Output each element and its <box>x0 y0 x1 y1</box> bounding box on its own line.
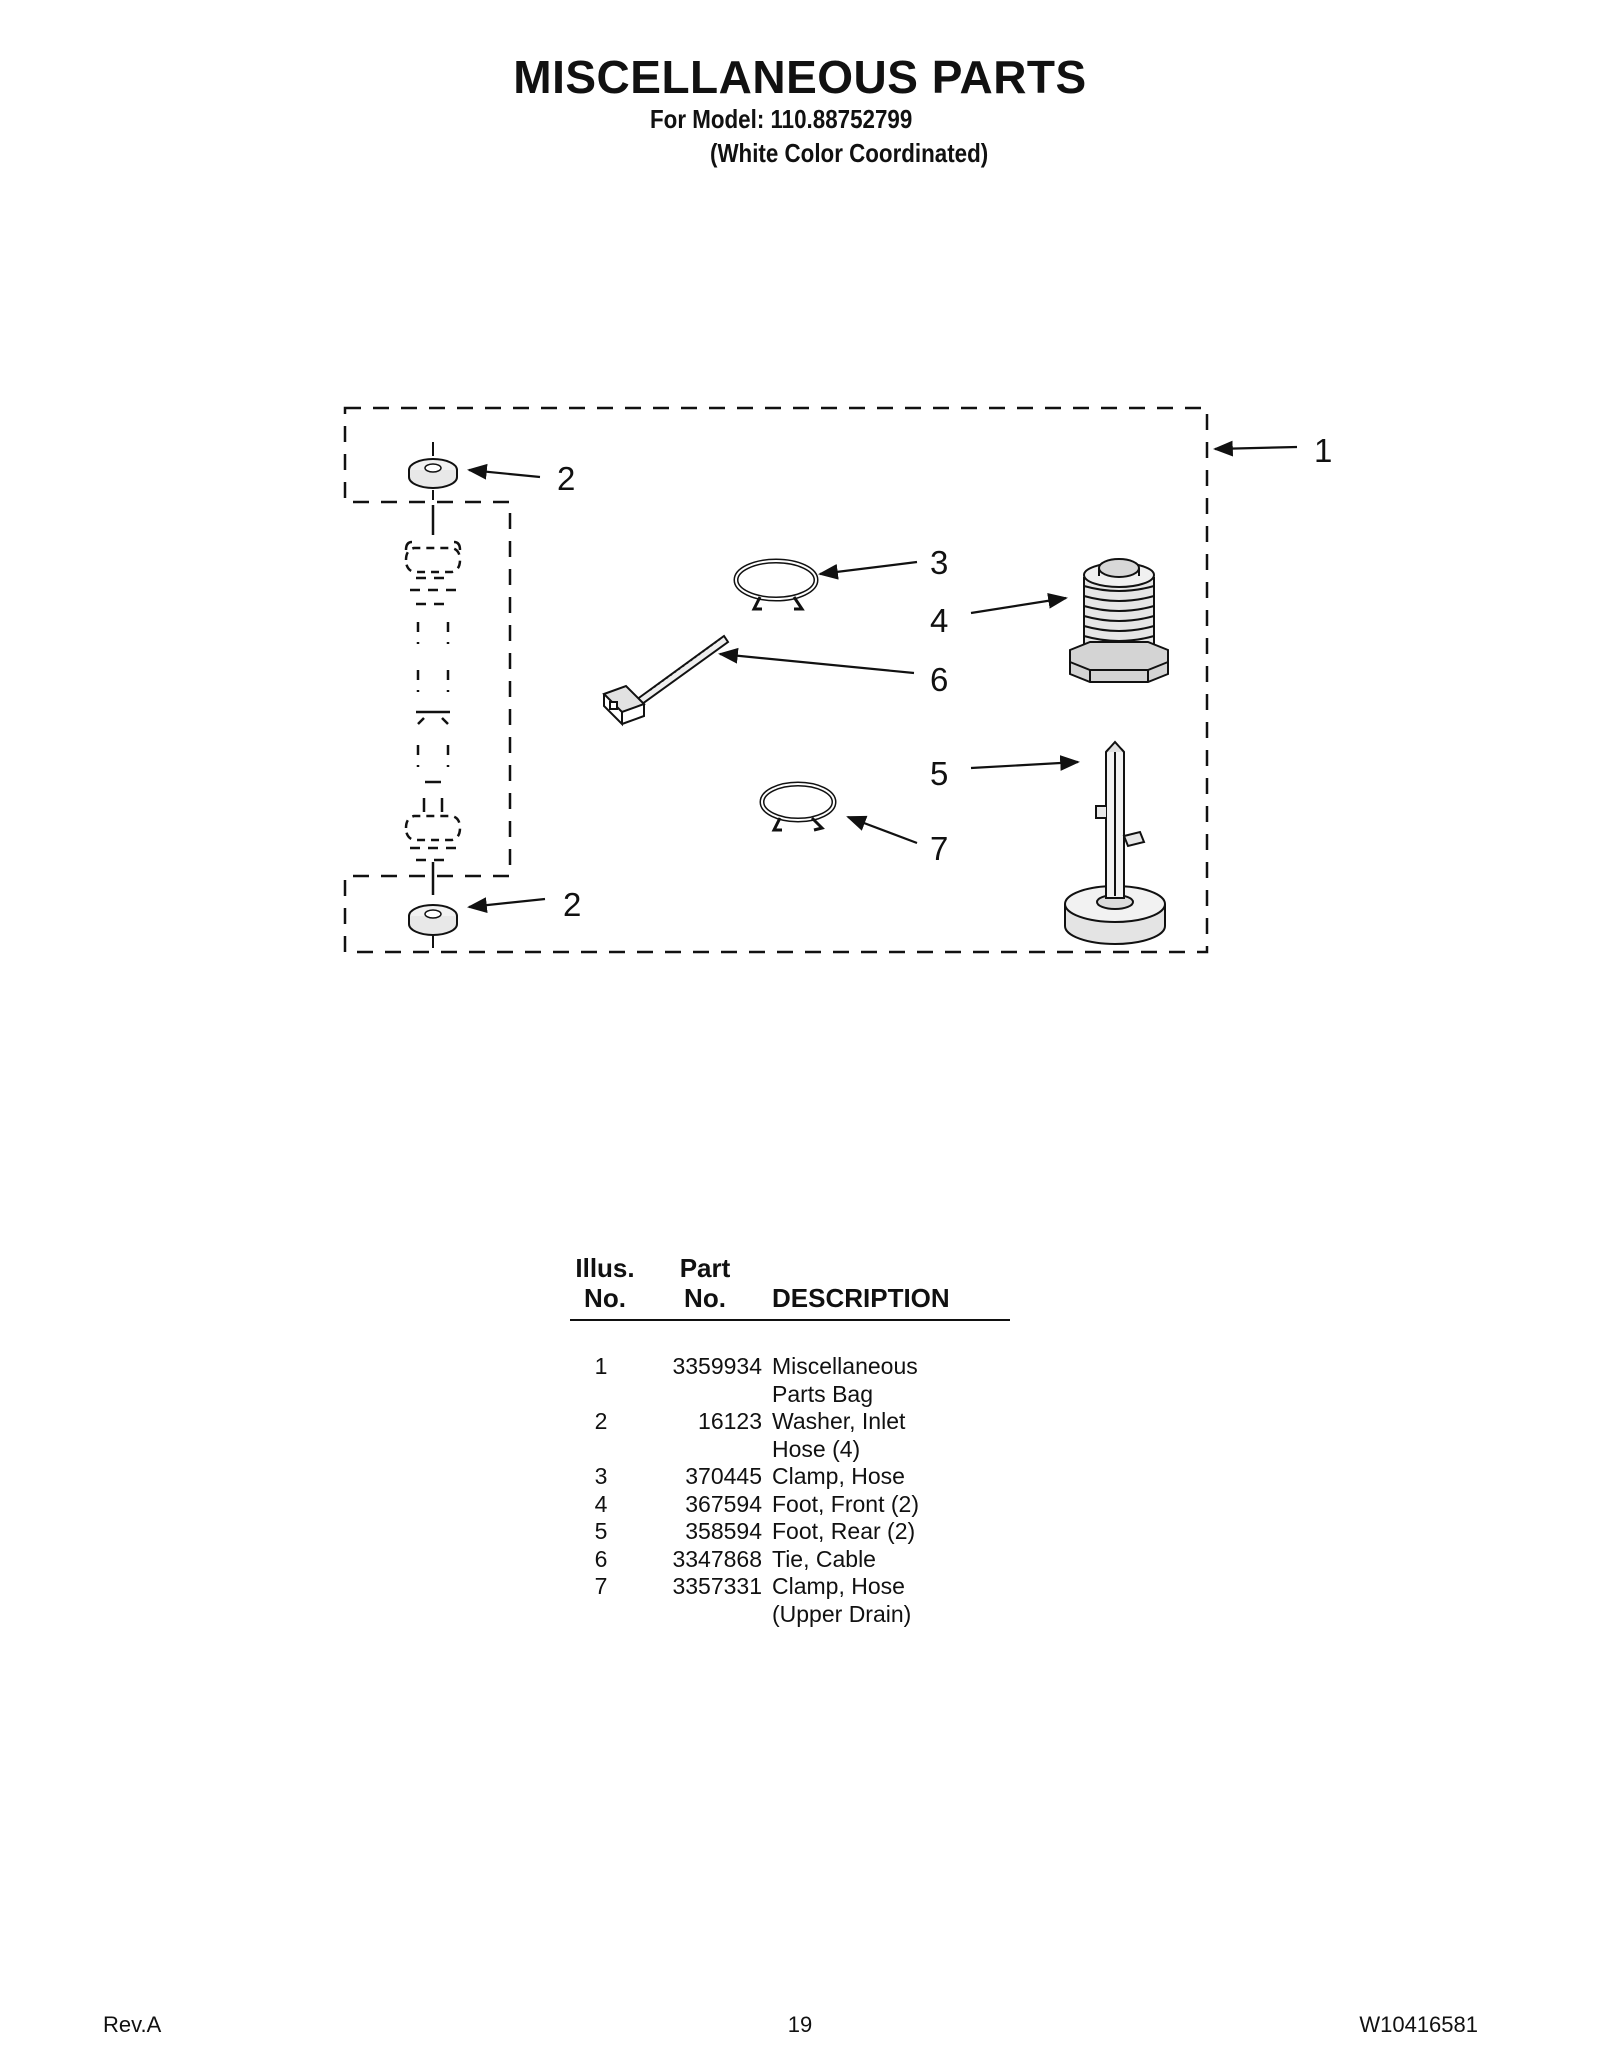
inlet-hose-icon <box>404 505 462 895</box>
page-title: MISCELLANEOUS PARTS <box>513 51 1087 103</box>
callout-2-bottom: 2 <box>563 886 581 923</box>
part-number: 3347868 <box>672 1545 762 1572</box>
leader-line-1 <box>1213 440 1298 457</box>
leader-line-2-top <box>467 463 541 480</box>
header-description: DESCRIPTION <box>772 1283 950 1313</box>
illus-number: 7 <box>594 1573 608 1599</box>
description-line: Parts Bag <box>772 1380 873 1407</box>
description-line: Clamp, Hose <box>772 1463 905 1489</box>
header-part-no: Part No. <box>679 1253 731 1313</box>
illus-number: 4 <box>594 1490 608 1517</box>
leader-line-4 <box>970 592 1068 615</box>
table-row: 6 3347868 Tie, Cable <box>570 1546 1010 1574</box>
description-line: Hose (4) <box>772 1435 861 1462</box>
model-number: For Model: 110.88752799 <box>650 104 913 134</box>
part-description: Clamp, Hose(Upper Drain) <box>772 1573 1010 1628</box>
table-row: 3 370445 Clamp, Hose <box>570 1463 1010 1491</box>
leader-line-3 <box>818 560 918 580</box>
rear-foot-icon <box>1064 740 1166 945</box>
description-line: Miscellaneous <box>772 1353 918 1379</box>
page-number: 19 <box>787 2012 813 2037</box>
leader-line-6 <box>718 647 915 675</box>
front-foot-icon <box>1069 558 1169 683</box>
part-number: 3357331 <box>672 1573 762 1599</box>
part-number: 16123 <box>698 1408 762 1434</box>
part-description: Foot, Front (2) <box>772 1491 1010 1519</box>
table-row: 7 3357331 Clamp, Hose(Upper Drain) <box>570 1573 1010 1628</box>
description-line: Foot, Front (2) <box>772 1490 919 1517</box>
table-row: 4 367594 Foot, Front (2) <box>570 1491 1010 1519</box>
callout-2-top: 2 <box>557 460 575 497</box>
callout-6: 6 <box>930 661 948 698</box>
header-rule <box>570 1319 1010 1321</box>
description-line: Washer, Inlet <box>772 1408 906 1434</box>
washer-bottom-icon <box>408 904 458 948</box>
callout-3: 3 <box>930 544 948 581</box>
callout-5: 5 <box>930 755 948 792</box>
description-line: Clamp, Hose <box>772 1573 905 1599</box>
illus-number: 2 <box>594 1408 608 1434</box>
illus-number: 6 <box>594 1545 608 1572</box>
leader-line-5 <box>970 755 1080 771</box>
part-description: Clamp, Hose <box>772 1463 1010 1491</box>
description-line: (Upper Drain) <box>772 1600 912 1627</box>
parts-diagram: 1 2 2 3 4 6 5 7 <box>343 406 1332 954</box>
washer-top-icon <box>408 442 458 500</box>
description-line: Tie, Cable <box>772 1545 876 1572</box>
part-number: 367594 <box>685 1490 762 1517</box>
document-number: W10416581 <box>1359 2012 1478 2037</box>
part-description: Foot, Rear (2) <box>772 1518 1010 1546</box>
illus-number: 3 <box>594 1463 608 1489</box>
part-number: 370445 <box>685 1463 762 1489</box>
leader-line-7 <box>846 815 918 845</box>
callout-7: 7 <box>930 830 948 867</box>
illus-number: 1 <box>594 1353 608 1379</box>
part-description: Tie, Cable <box>772 1546 1010 1574</box>
revision-label: Rev.A <box>103 2012 162 2037</box>
callout-1: 1 <box>1314 432 1332 469</box>
color-designation: (White Color Coordinated) <box>710 138 989 168</box>
upper-drain-hose-clamp-icon <box>759 781 837 832</box>
header-illus-no: Illus. No. <box>575 1253 635 1313</box>
table-row: 5 358594 Foot, Rear (2) <box>570 1518 1010 1546</box>
cable-tie-icon <box>602 634 730 727</box>
parts-bag-outline <box>343 406 1209 954</box>
part-number: 3359934 <box>672 1353 762 1379</box>
part-number: 358594 <box>685 1518 762 1544</box>
leader-line-2-bottom <box>467 897 546 914</box>
description-line: Foot, Rear (2) <box>772 1518 916 1544</box>
hose-clamp-icon <box>733 558 819 611</box>
illus-number: 5 <box>594 1518 608 1544</box>
callout-4: 4 <box>930 602 948 639</box>
